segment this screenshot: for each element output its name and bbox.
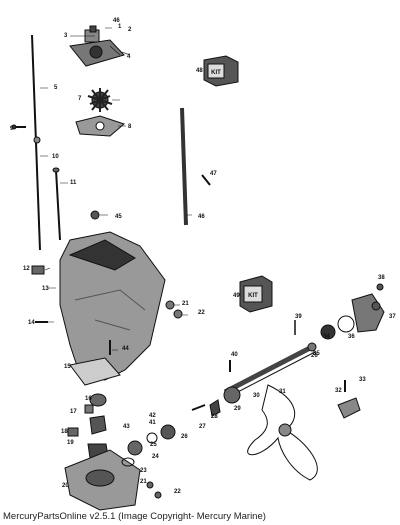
bearing-24 (127, 440, 143, 456)
shift-shaft (52, 167, 61, 241)
impeller (87, 88, 113, 112)
washer-22 (173, 309, 183, 319)
bearing-carrier-36 (351, 293, 385, 333)
callout-32: 32 (335, 388, 342, 394)
callout-26: 26 (311, 353, 318, 359)
seal-37 (371, 301, 381, 311)
propeller-shaft (223, 345, 316, 397)
callout-1: 1 (118, 24, 122, 30)
callout-24: 24 (152, 454, 159, 460)
callout-44: 44 (122, 346, 129, 352)
gear-case-cover (64, 449, 141, 511)
thrust-hub-32 (337, 397, 361, 419)
driveshaft-upper (180, 107, 188, 226)
callout-36: 36 (348, 334, 355, 340)
callout-3: 3 (64, 33, 68, 39)
screw-21 (165, 300, 175, 310)
oring-35 (337, 315, 355, 333)
callout-11: 11 (70, 180, 77, 186)
callout-47: 47 (210, 171, 217, 177)
callout-46: 46 (198, 214, 205, 220)
callout-12: 12 (23, 266, 30, 272)
callout-31: 31 (279, 389, 286, 395)
propeller (247, 384, 318, 481)
callout-48: 48 (196, 68, 203, 74)
callout-16: 16 (85, 396, 92, 402)
callout-2: 2 (128, 27, 132, 33)
spacer-12 (31, 265, 45, 275)
callout-8: 8 (128, 124, 132, 130)
clutch-dog-28 (209, 399, 221, 417)
callout-40: 40 (231, 352, 238, 358)
callout-21: 21 (140, 479, 147, 485)
callout-39: 39 (295, 314, 302, 320)
repair-kit-box-1 (203, 55, 239, 87)
callout-15: 15 (64, 364, 71, 370)
callout-33: 33 (359, 377, 366, 383)
callout-30: 30 (253, 393, 260, 399)
callout-45: 45 (115, 214, 122, 220)
callout-20: 20 (62, 483, 69, 489)
callout-22: 22 (198, 310, 205, 316)
ring-26-top (307, 342, 317, 352)
callout-10: 10 (52, 154, 59, 160)
seal-45 (90, 210, 100, 220)
key-18 (67, 427, 79, 437)
bolt-9 (11, 124, 26, 130)
callout-4: 4 (127, 54, 131, 60)
screw-21-lower (146, 481, 154, 489)
drive-shaft (31, 34, 41, 251)
dowel-pin-47 (201, 174, 211, 186)
kit-label-1: KIT (211, 70, 221, 76)
callout-38: 38 (378, 275, 385, 281)
gear-43 (89, 415, 107, 435)
callout-23: 23 (140, 468, 147, 474)
callout-46: 46 (113, 18, 120, 24)
callout-41: 41 (149, 420, 156, 426)
kit-label-2: KIT (248, 293, 258, 299)
gear-29 (223, 386, 241, 404)
washer-22-lower (154, 491, 162, 499)
callout-13: 13 (42, 286, 49, 292)
water-pump-housing (69, 25, 125, 67)
callout-25: 25 (150, 442, 157, 448)
bearing-34 (320, 324, 336, 340)
callout-43: 43 (123, 424, 130, 430)
callout-17: 17 (70, 409, 77, 415)
callout-26: 26 (181, 434, 188, 440)
pump-base-plate (75, 115, 125, 137)
callout-18: 18 (61, 429, 68, 435)
copyright-footer: MercuryPartsOnline v2.5.1 (Image Copyrig… (3, 511, 266, 522)
callout-28: 28 (211, 414, 218, 420)
callout-14: 14 (28, 320, 35, 326)
repair-kit-box-2 (239, 275, 273, 313)
gasket-15 (69, 357, 121, 386)
callout-42: 42 (149, 413, 156, 419)
shift-spring-27 (191, 404, 206, 411)
callout-35: 35 (313, 351, 320, 357)
callout-29: 29 (234, 406, 241, 412)
shim-23 (121, 457, 135, 467)
callout-37: 37 (389, 314, 396, 320)
callout-21: 21 (182, 301, 189, 307)
gear-housing (59, 231, 166, 381)
callout-19: 19 (67, 440, 74, 446)
callout-34: 34 (323, 334, 330, 340)
callout-22: 22 (174, 489, 181, 495)
callout-49: 49 (233, 293, 240, 299)
screw-38 (376, 283, 384, 291)
callout-5: 5 (54, 85, 58, 91)
callout-27: 27 (199, 424, 206, 430)
pin-17 (84, 404, 94, 414)
callout-7: 7 (78, 96, 82, 102)
bearing-16 (89, 393, 107, 407)
callout-9: 9 (10, 126, 14, 132)
washer-25 (146, 432, 158, 444)
gear-26 (160, 424, 176, 440)
